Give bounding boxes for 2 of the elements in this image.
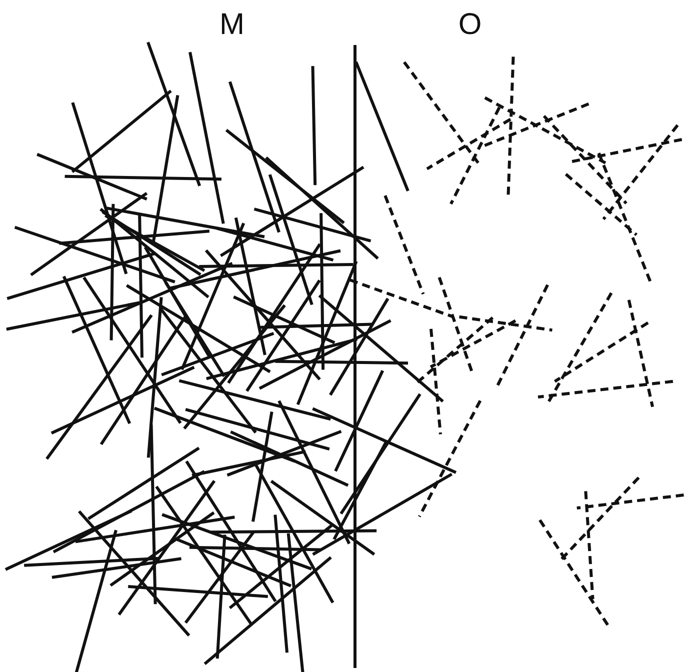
side-label: M bbox=[220, 8, 244, 42]
side-label: O bbox=[458, 8, 482, 42]
